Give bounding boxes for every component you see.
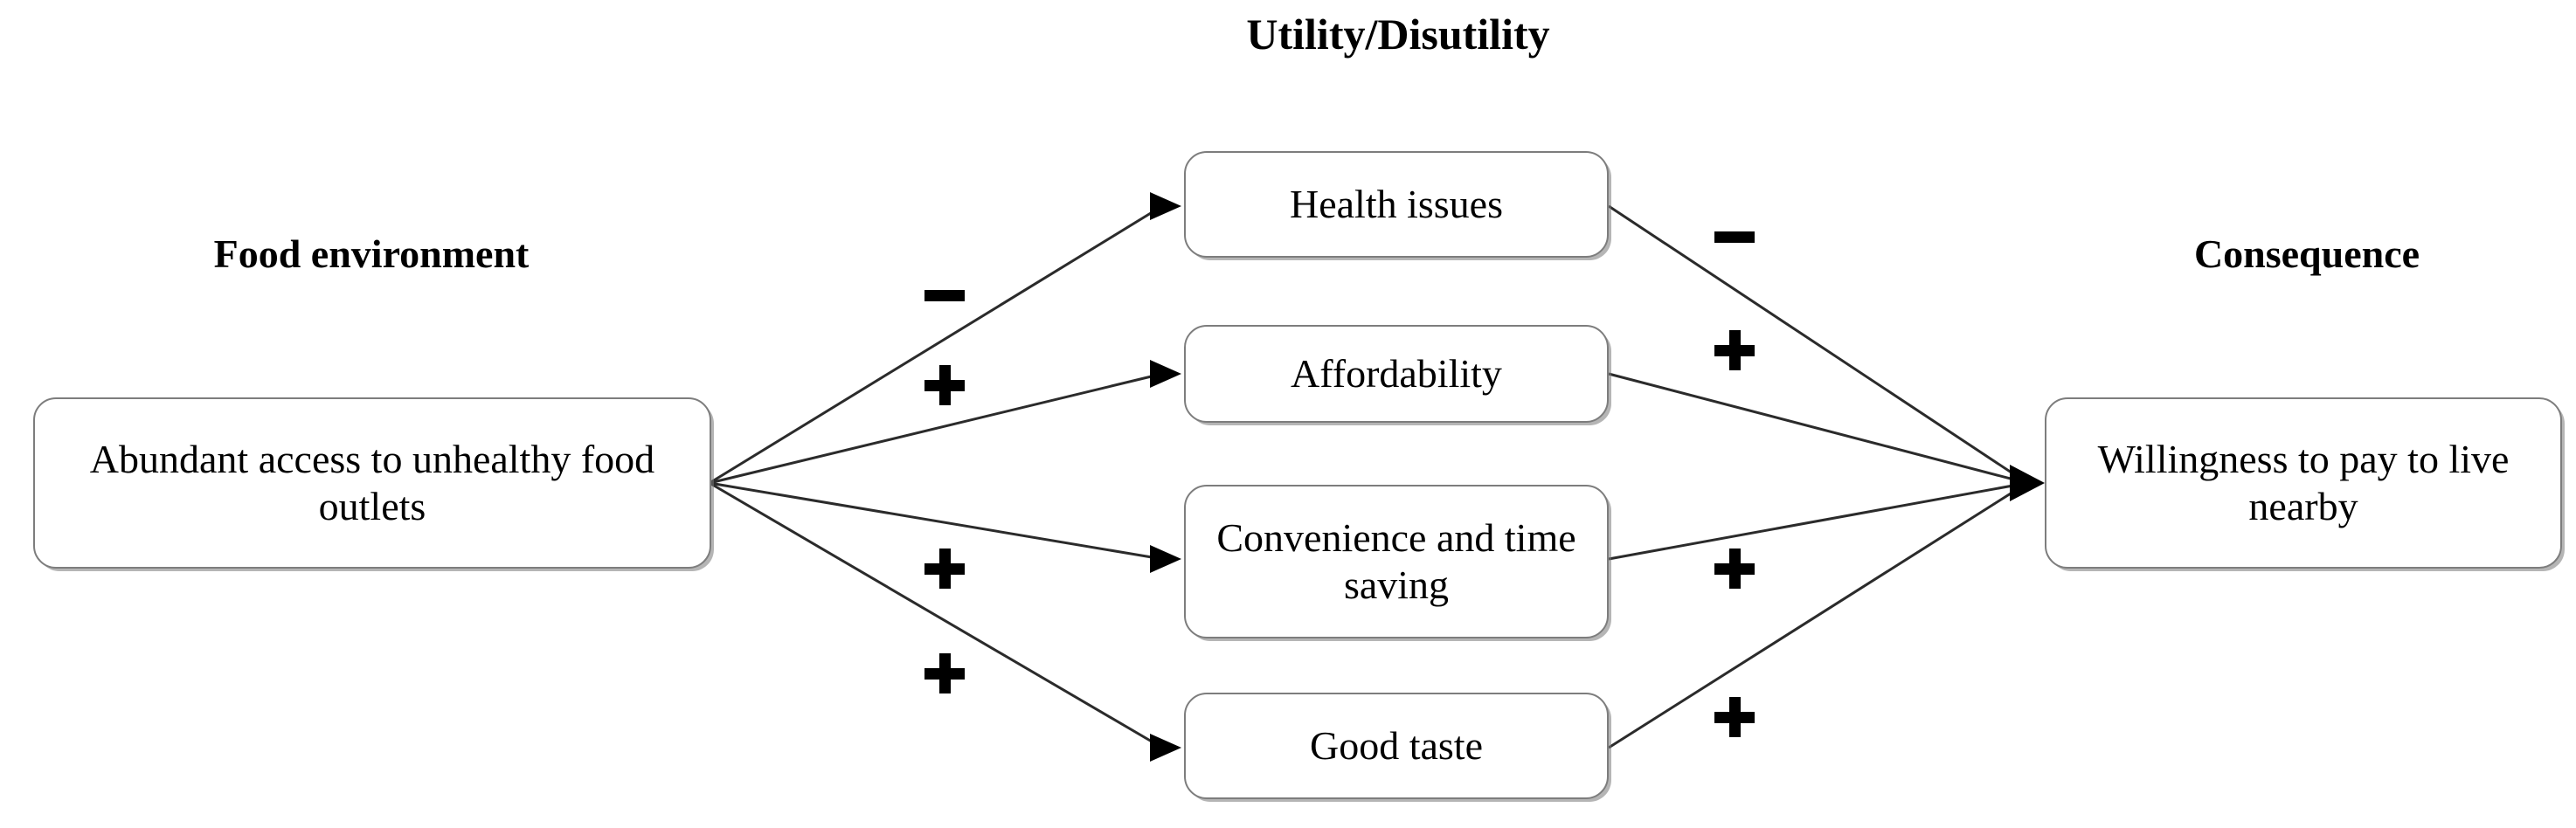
arrowhead-taste xyxy=(1150,734,1181,762)
edge-sign-convenience-outcome-plus xyxy=(1714,549,1755,589)
edge-source-to-convenience xyxy=(709,481,1163,561)
plus-vertical-bar-icon xyxy=(939,653,951,693)
node-health-issues[interactable]: Health issues xyxy=(1184,151,1609,258)
node-abundant-access-to-unhealthy-food-outlets[interactable]: Abundant access to unhealthy food outlet… xyxy=(33,397,711,569)
edge-taste-to-outcome xyxy=(1608,481,2028,749)
plus-vertical-bar-icon xyxy=(1729,697,1741,737)
column-heading-food-environment: Food environment xyxy=(213,231,530,276)
arrowhead-affordability xyxy=(1150,360,1181,388)
edge-health-to-outcome xyxy=(1608,204,2028,485)
node-convenience-and-time-saving[interactable]: Convenience and time saving xyxy=(1184,485,1609,638)
edge-sign-source-affordability-plus xyxy=(924,365,965,405)
plus-vertical-bar-icon xyxy=(939,549,951,589)
plus-vertical-bar-icon xyxy=(939,365,951,405)
edge-affordability-to-outcome xyxy=(1608,372,2028,485)
plus-vertical-bar-icon xyxy=(1729,549,1741,589)
edge-sign-affordability-outcome-plus xyxy=(1714,330,1755,370)
node-affordability[interactable]: Affordability xyxy=(1184,325,1609,423)
node-willingness-to-pay-to-live-nearby[interactable]: Willingness to pay to live nearby xyxy=(2045,397,2562,569)
edge-source-to-taste xyxy=(709,481,1163,749)
column-heading-utility-disutility: Utility/Disutility xyxy=(1246,10,1550,59)
column-heading-consequence: Consequence xyxy=(2193,231,2420,276)
edge-source-to-health xyxy=(709,204,1163,485)
edge-convenience-to-outcome xyxy=(1608,481,2028,561)
arrowhead-convenience xyxy=(1150,545,1181,573)
edge-sign-source-convenience-plus xyxy=(924,549,965,589)
arrowhead-health xyxy=(1150,192,1181,220)
edge-sign-health-outcome-minus xyxy=(1714,217,1755,257)
plus-vertical-bar-icon xyxy=(1729,330,1741,370)
minus-bar-icon xyxy=(924,290,965,301)
edge-sign-source-health-minus xyxy=(924,275,965,315)
arrowhead-outcome xyxy=(2010,465,2045,501)
node-good-taste[interactable]: Good taste xyxy=(1184,693,1609,799)
edge-sign-taste-outcome-plus xyxy=(1714,697,1755,737)
edge-sign-source-taste-plus xyxy=(924,653,965,693)
minus-bar-icon xyxy=(1714,231,1755,243)
